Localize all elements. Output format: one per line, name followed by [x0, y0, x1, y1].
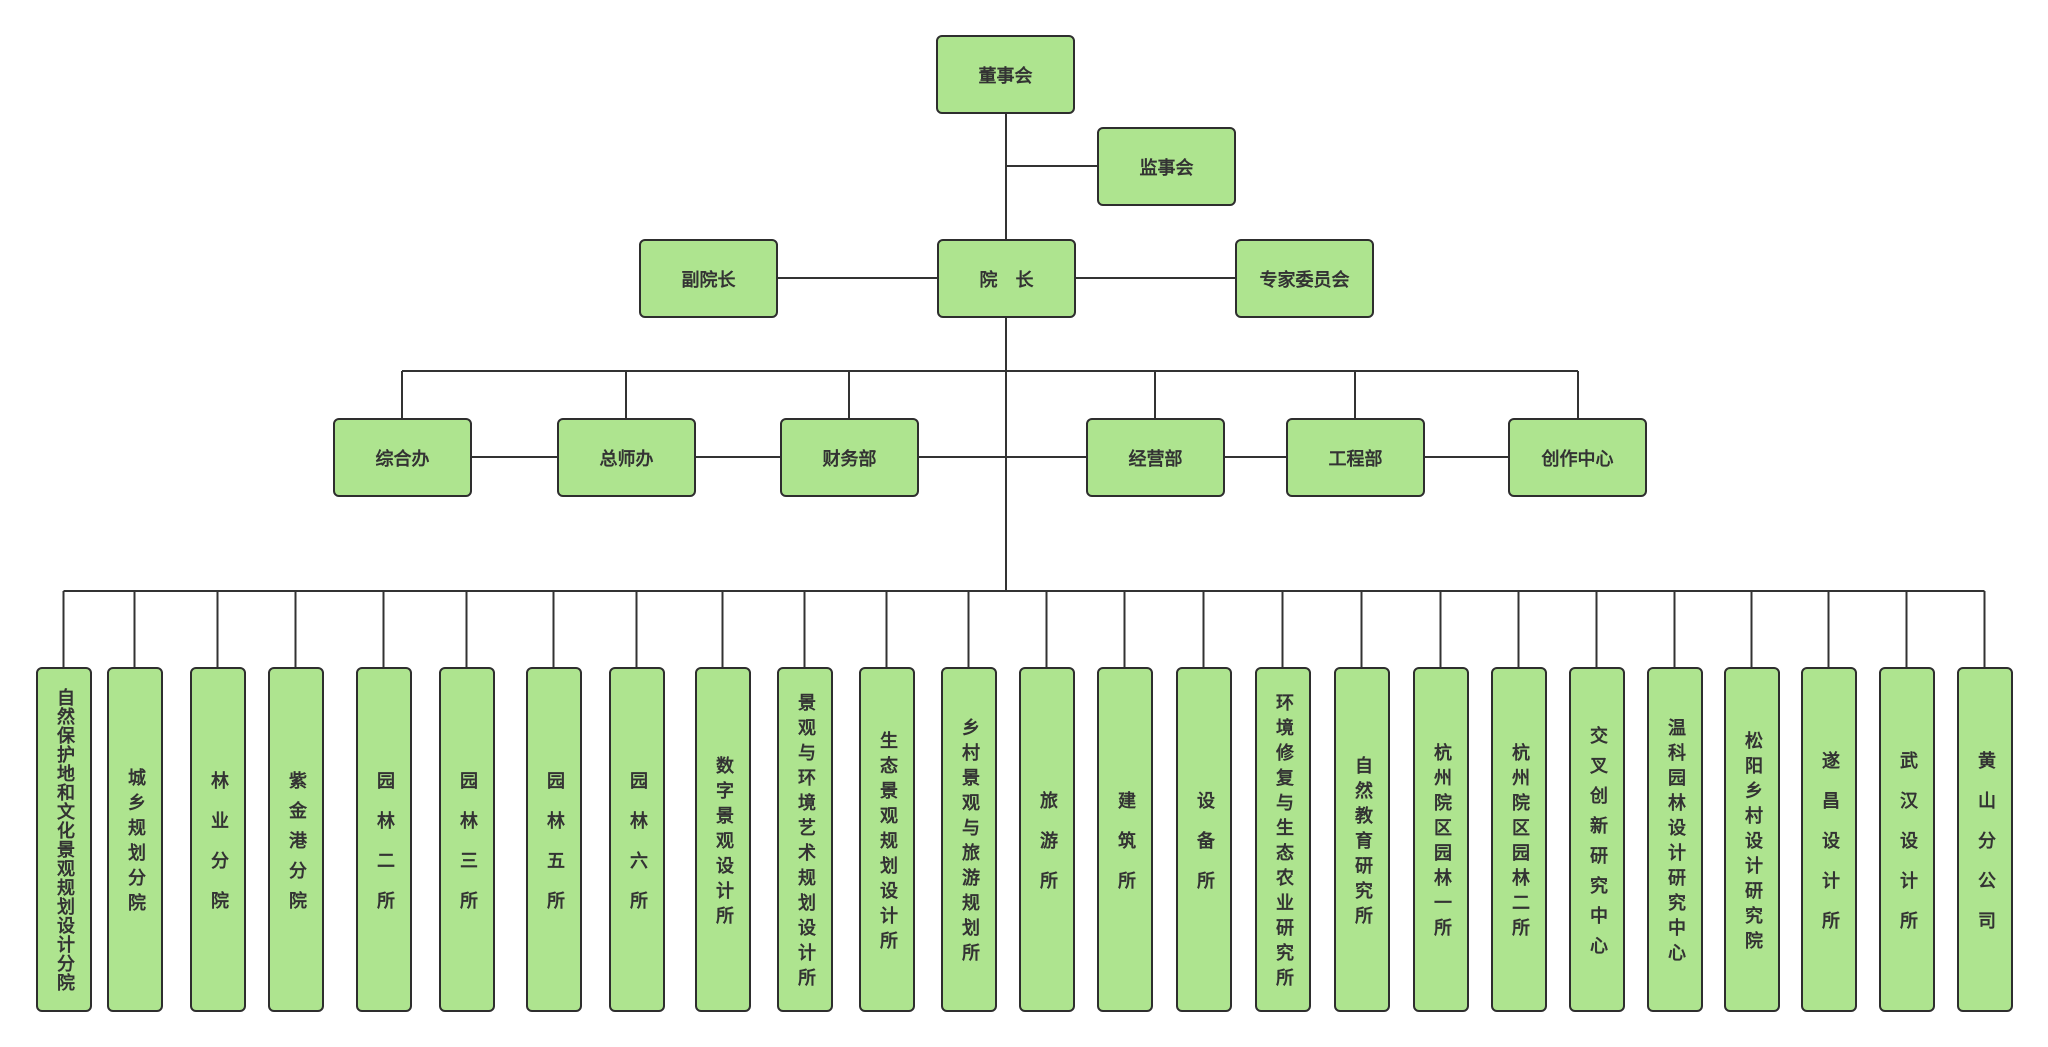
unit-label: 武汉设计所 [1897, 750, 1918, 951]
unit-node: 城乡规划分院 [107, 667, 163, 1012]
unit-label: 园林三所 [457, 770, 478, 931]
node-president: 院 长 [937, 239, 1076, 318]
unit-node: 环境修复与生态农业研究所 [1255, 667, 1311, 1012]
unit-node: 园林二所 [356, 667, 412, 1012]
node-label: 院 长 [979, 269, 1034, 291]
unit-node: 松阳乡村设计研究院 [1724, 667, 1780, 1012]
unit-node: 武汉设计所 [1879, 667, 1935, 1012]
department-node: 经营部 [1086, 418, 1225, 497]
unit-label: 景观与环境艺术规划设计所 [795, 693, 816, 993]
unit-label: 林业分院 [208, 770, 229, 931]
unit-node: 园林五所 [526, 667, 582, 1012]
unit-node: 数字景观设计所 [695, 667, 751, 1012]
unit-node: 林业分院 [190, 667, 246, 1012]
unit-label: 环境修复与生态农业研究所 [1273, 693, 1294, 993]
unit-label: 园林六所 [627, 770, 648, 931]
node-label: 董事会 [978, 65, 1033, 87]
unit-node: 自然教育研究所 [1334, 667, 1390, 1012]
unit-node: 设备所 [1176, 667, 1232, 1012]
unit-node: 乡村景观与旅游规划所 [941, 667, 997, 1012]
unit-label: 紫金港分院 [286, 770, 307, 921]
unit-label: 温科园林设计研究中心 [1665, 718, 1686, 968]
node-label: 总师办 [599, 448, 654, 470]
unit-label: 建筑所 [1115, 790, 1136, 911]
unit-node: 园林六所 [609, 667, 665, 1012]
unit-label: 城乡规划分院 [125, 768, 146, 918]
unit-label: 数字景观设计所 [713, 755, 734, 931]
unit-node: 自然保护地和文化景观规划设计分院 [36, 667, 92, 1012]
node-label: 工程部 [1328, 448, 1383, 470]
unit-node: 黄山分公司 [1957, 667, 2013, 1012]
unit-node: 建筑所 [1097, 667, 1153, 1012]
node-label: 专家委员会 [1259, 269, 1350, 291]
unit-label: 自然保护地和文化景观规划设计分院 [54, 688, 75, 992]
unit-label: 交叉创新研究中心 [1587, 725, 1608, 966]
unit-label: 松阳乡村设计研究院 [1742, 730, 1763, 956]
unit-label: 旅游所 [1037, 790, 1058, 911]
unit-node: 温科园林设计研究中心 [1647, 667, 1703, 1012]
node-label: 创作中心 [1541, 448, 1614, 470]
node-board: 董事会 [936, 35, 1075, 114]
node-label: 经营部 [1128, 448, 1183, 470]
unit-label: 自然教育研究所 [1352, 755, 1373, 931]
department-node: 创作中心 [1508, 418, 1647, 497]
unit-label: 生态景观规划设计所 [877, 730, 898, 956]
unit-label: 园林二所 [374, 770, 395, 931]
unit-label: 杭州院区园林二所 [1509, 743, 1530, 943]
node-label: 财务部 [822, 448, 877, 470]
unit-node: 紫金港分院 [268, 667, 324, 1012]
node-expert-committee: 专家委员会 [1235, 239, 1374, 318]
node-label: 综合办 [375, 448, 430, 470]
department-node: 总师办 [557, 418, 696, 497]
node-supervisory-board: 监事会 [1097, 127, 1236, 206]
unit-node: 景观与环境艺术规划设计所 [777, 667, 833, 1012]
unit-node: 杭州院区园林一所 [1413, 667, 1469, 1012]
node-vice-president: 副院长 [639, 239, 778, 318]
unit-label: 园林五所 [544, 770, 565, 931]
node-label: 监事会 [1139, 157, 1194, 179]
unit-label: 黄山分公司 [1975, 750, 1996, 951]
node-label: 副院长 [681, 269, 736, 291]
department-node: 综合办 [333, 418, 472, 497]
unit-node: 遂昌设计所 [1801, 667, 1857, 1012]
unit-label: 杭州院区园林一所 [1431, 743, 1452, 943]
unit-node: 生态景观规划设计所 [859, 667, 915, 1012]
unit-label: 遂昌设计所 [1819, 750, 1840, 951]
unit-node: 交叉创新研究中心 [1569, 667, 1625, 1012]
department-node: 工程部 [1286, 418, 1425, 497]
department-node: 财务部 [780, 418, 919, 497]
unit-label: 设备所 [1194, 790, 1215, 911]
unit-node: 旅游所 [1019, 667, 1075, 1012]
unit-node: 杭州院区园林二所 [1491, 667, 1547, 1012]
unit-label: 乡村景观与旅游规划所 [959, 718, 980, 968]
unit-node: 园林三所 [439, 667, 495, 1012]
